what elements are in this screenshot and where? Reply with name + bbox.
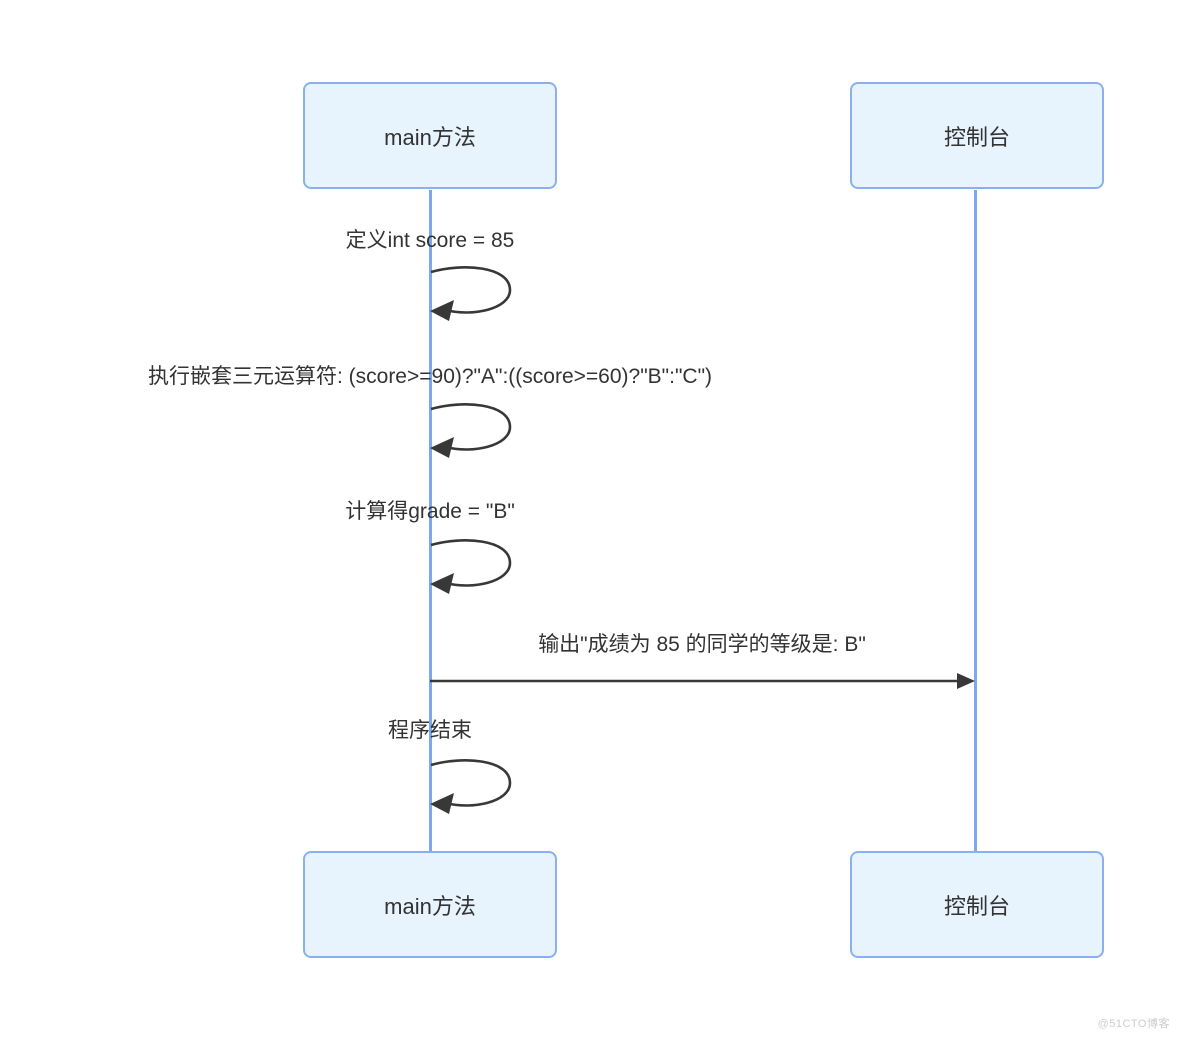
participant-box-main-top: main方法	[303, 82, 557, 189]
self-loop-arrow-2	[430, 403, 512, 458]
lifeline-console	[974, 190, 977, 851]
message-label-end: 程序结束	[388, 719, 472, 742]
message-label-output: 输出"成绩为 85 的同学的等级是: B"	[538, 633, 866, 656]
participant-box-console-top: 控制台	[850, 82, 1104, 189]
participant-label-main-bottom: main方法	[384, 893, 476, 919]
participant-box-main-bottom: main方法	[303, 851, 557, 958]
self-loop-arrow-3	[430, 539, 512, 594]
message-label-ternary: 执行嵌套三元运算符: (score>=90)?"A":((score>=60)?…	[147, 365, 713, 388]
watermark: @51CTO博客	[1097, 1018, 1170, 1030]
message-label-define-score: 定义int score = 85	[345, 229, 515, 252]
participant-label-console-top: 控制台	[943, 124, 1010, 150]
self-loop-arrow-4	[430, 759, 512, 814]
participant-label-main-top: main方法	[384, 124, 476, 150]
participant-label-console-bottom: 控制台	[943, 893, 1010, 919]
lifeline-main	[429, 190, 432, 851]
participant-box-console-bottom: 控制台	[850, 851, 1104, 958]
self-loop-arrow-1	[430, 266, 512, 321]
message-label-grade: 计算得grade = "B"	[345, 500, 515, 523]
message-arrow-output	[430, 673, 975, 689]
